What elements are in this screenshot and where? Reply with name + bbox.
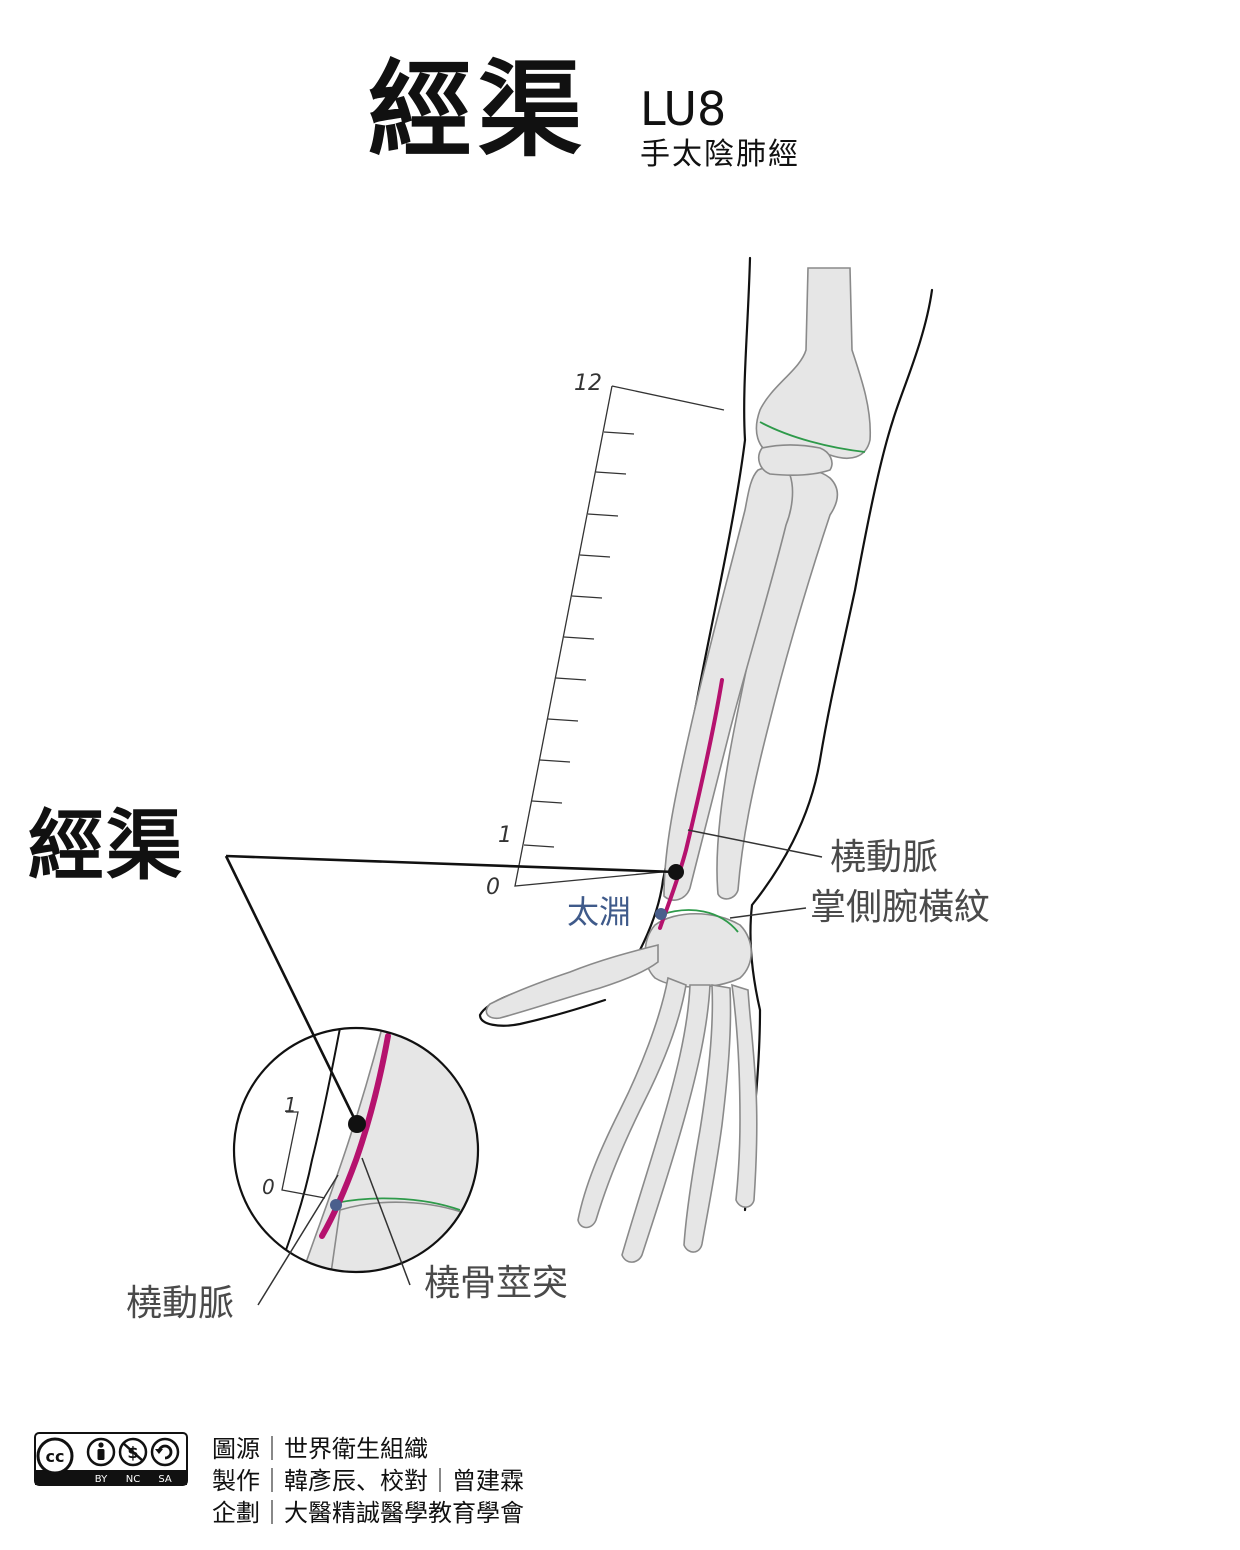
svg-text:NC: NC — [126, 1474, 140, 1485]
cun-scale — [514, 385, 725, 887]
scale-label-1: 1 — [498, 823, 512, 848]
taiyuan-point-dot — [655, 908, 667, 920]
label-palmar-wrist-crease: 掌側腕橫紋 — [810, 887, 991, 928]
inset-jingqu-point-dot — [348, 1115, 366, 1133]
svg-text:SA: SA — [158, 1474, 172, 1485]
leader-lines — [224, 829, 823, 1125]
credit-source: 圖源｜世界衛生組織 — [212, 1435, 428, 1463]
humerus-bone — [755, 267, 872, 459]
scale-label-0: 0 — [486, 875, 500, 900]
svg-text:BY: BY — [95, 1474, 108, 1485]
elbow-joint — [758, 444, 833, 476]
credit-planning: 企劃｜大醫精誠醫學教育學會 — [212, 1499, 524, 1527]
index-finger-bone — [577, 976, 687, 1229]
side-point-title: 經渠 — [28, 801, 184, 890]
scale-label-12: 12 — [574, 371, 602, 396]
inset-taiyuan-point-dot — [330, 1199, 342, 1211]
svg-text:cc: cc — [46, 1447, 65, 1466]
inset-scale-label-1: 1 — [284, 1093, 297, 1117]
credit-production: 製作｜韓彥辰、校對｜曾建霖 — [212, 1467, 524, 1495]
palmar-wrist-crease-line — [659, 909, 739, 933]
lung-meridian-line — [658, 678, 724, 930]
elbow-crease-line — [759, 421, 866, 453]
page-title: 經渠 — [368, 49, 589, 171]
thumb-bone — [485, 943, 659, 1020]
jingqu-point-dot — [668, 864, 684, 880]
label-radial-artery: 橈動脈 — [830, 837, 939, 878]
label-taiyuan-point: 太淵 — [567, 893, 632, 931]
ring-finger-bone — [683, 984, 732, 1253]
forearm-bones — [663, 444, 839, 901]
radius-bone — [663, 466, 794, 901]
cc-license-badge: cc $ BY NC SA — [34, 1432, 188, 1486]
little-finger-bone — [731, 983, 758, 1208]
cc-icon — [36, 1437, 74, 1475]
hand-bones — [485, 912, 758, 1263]
sa-share-icon — [150, 1437, 180, 1467]
label-radial-artery-inset: 橈動脈 — [126, 1283, 235, 1324]
inset-scale-label-0: 0 — [262, 1175, 275, 1199]
carpal-bones — [644, 912, 752, 988]
point-code: LU8 — [640, 82, 727, 136]
label-radial-styloid: 橈骨莖突 — [424, 1263, 569, 1304]
inset-magnified-view — [232, 1026, 480, 1306]
credits-block: 圖源｜世界衛生組織 製作｜韓彥辰、校對｜曾建霖 企劃｜大醫精誠醫學教育學會 — [212, 1433, 524, 1529]
middle-finger-bone — [621, 984, 711, 1263]
meridian-name: 手太陰肺經 — [640, 137, 800, 172]
